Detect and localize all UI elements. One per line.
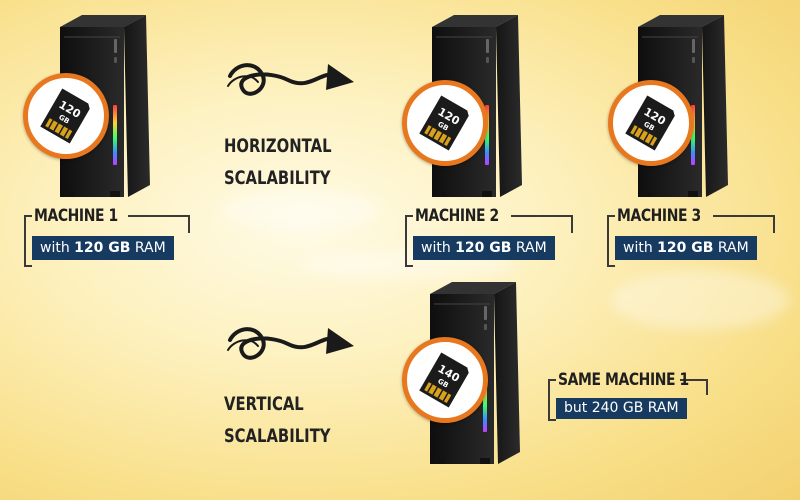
pill-amount: 120 GB: [74, 240, 131, 256]
background-glow: [610, 270, 790, 330]
pill-prefix: with: [40, 240, 75, 256]
label-bracket: [548, 379, 556, 421]
background-glow: [220, 190, 380, 230]
vertical-label-line1: VERTICAL: [224, 393, 304, 415]
pill-suffix: RAM: [511, 240, 547, 256]
label-bracket: [713, 215, 775, 217]
label-bracket: [571, 215, 573, 233]
memory-card-icon: 140 GB: [418, 351, 472, 409]
label-bracket: [128, 215, 190, 217]
memory-card-badge: 140 GB: [402, 337, 488, 423]
machine-title: MACHINE 2: [415, 206, 499, 226]
machine-title: SAME MACHINE 1: [558, 370, 689, 390]
label-bracket: [680, 379, 708, 381]
memory-card-badge: 120 GB: [608, 80, 694, 166]
pill-amount: 120 GB: [657, 240, 714, 256]
memory-card-icon: 120 GB: [624, 94, 678, 152]
pill-amount: 120 GB: [455, 240, 512, 256]
pill-prefix: with: [623, 240, 658, 256]
curly-arrow-icon: [227, 63, 354, 96]
machine-title: MACHINE 1: [34, 206, 118, 226]
label-bracket: [773, 215, 775, 233]
label-bracket: [706, 379, 708, 395]
label-bracket: [511, 215, 573, 217]
curly-arrow-icon: [227, 327, 354, 360]
label-bracket: [188, 215, 190, 233]
ram-pill: with 120 GB RAM: [32, 236, 174, 260]
label-bracket: [405, 215, 413, 267]
pill-suffix: RAM: [130, 240, 166, 256]
horizontal-label-line2: SCALABILITY: [224, 167, 331, 189]
horizontal-scalability-label: HORIZONTAL SCALABILITY: [224, 130, 332, 194]
memory-card-icon: 120 GB: [39, 87, 93, 145]
memory-card-icon: 120 GB: [418, 94, 472, 152]
memory-card-badge: 120 GB: [402, 80, 488, 166]
pill-prefix: with: [421, 240, 456, 256]
horizontal-label-line1: HORIZONTAL: [224, 135, 332, 157]
ram-pill: but 240 GB RAM: [556, 398, 687, 419]
label-bracket: [607, 215, 615, 267]
pill-suffix: RAM: [713, 240, 749, 256]
ram-pill: with 120 GB RAM: [615, 236, 757, 260]
ram-pill: with 120 GB RAM: [413, 236, 555, 260]
memory-card-badge: 120 GB: [23, 73, 109, 159]
label-bracket: [24, 215, 32, 267]
machine-title: MACHINE 3: [617, 206, 701, 226]
vertical-scalability-label: VERTICAL SCALABILITY: [224, 388, 331, 452]
vertical-label-line2: SCALABILITY: [224, 425, 331, 447]
